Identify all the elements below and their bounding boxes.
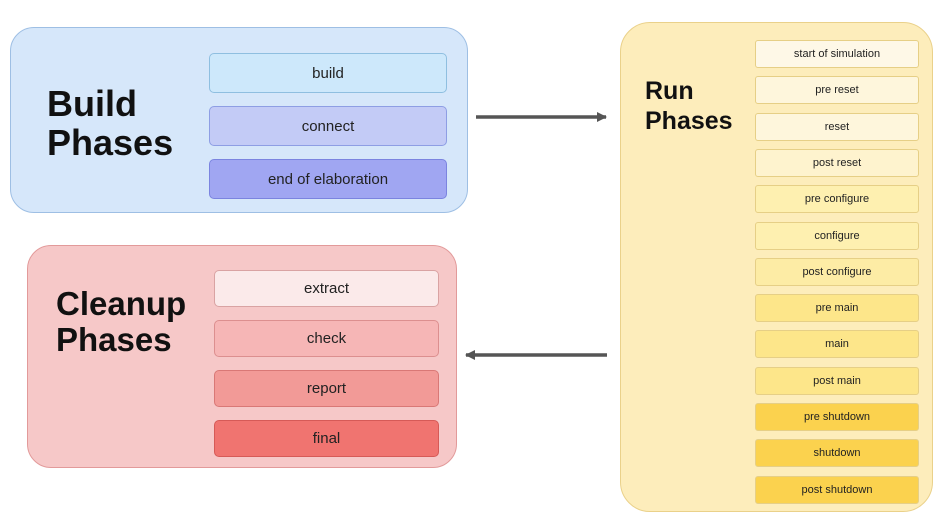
run-phase-post-main: post main <box>755 366 919 395</box>
run-phase-post-reset: post reset <box>755 148 919 177</box>
run-phase-post-shutdown: post shutdown <box>755 475 919 504</box>
cleanup-phases-panel: Cleanup Phases extract check report final <box>27 245 457 468</box>
cleanup-phases-title: Cleanup Phases <box>56 285 187 358</box>
run-phase-shutdown: shutdown <box>755 439 919 468</box>
run-phase-main: main <box>755 330 919 359</box>
build-phases-panel: Build Phases build connect end of elaborat… <box>10 27 468 213</box>
run-phases-title: Run Phases <box>645 77 733 135</box>
cleanup-phase-extract: extract <box>214 270 439 307</box>
cleanup-phase-check: check <box>214 320 439 357</box>
run-phase-pre-reset: pre reset <box>755 76 919 105</box>
build-phases-title: Build Phases <box>47 83 174 163</box>
run-phase-pre-main: pre main <box>755 294 919 323</box>
cleanup-phase-report: report <box>214 370 439 407</box>
run-phase-pre-configure: pre configure <box>755 185 919 214</box>
run-phase-start-of-simulation: start of simulation <box>755 40 919 68</box>
run-phase-configure: configure <box>755 221 919 250</box>
run-phases-panel: Run Phases start of simulation pre reset r… <box>620 22 933 512</box>
build-phase-end-of-elaboration: end of elaboration <box>209 159 447 199</box>
run-phase-pre-shutdown: pre shutdown <box>755 403 919 431</box>
run-phase-post-configure: post configure <box>755 257 919 286</box>
build-phase-build: build <box>209 53 447 93</box>
cleanup-phase-final: final <box>214 420 439 457</box>
run-phase-reset: reset <box>755 112 919 141</box>
build-phase-connect: connect <box>209 106 447 146</box>
